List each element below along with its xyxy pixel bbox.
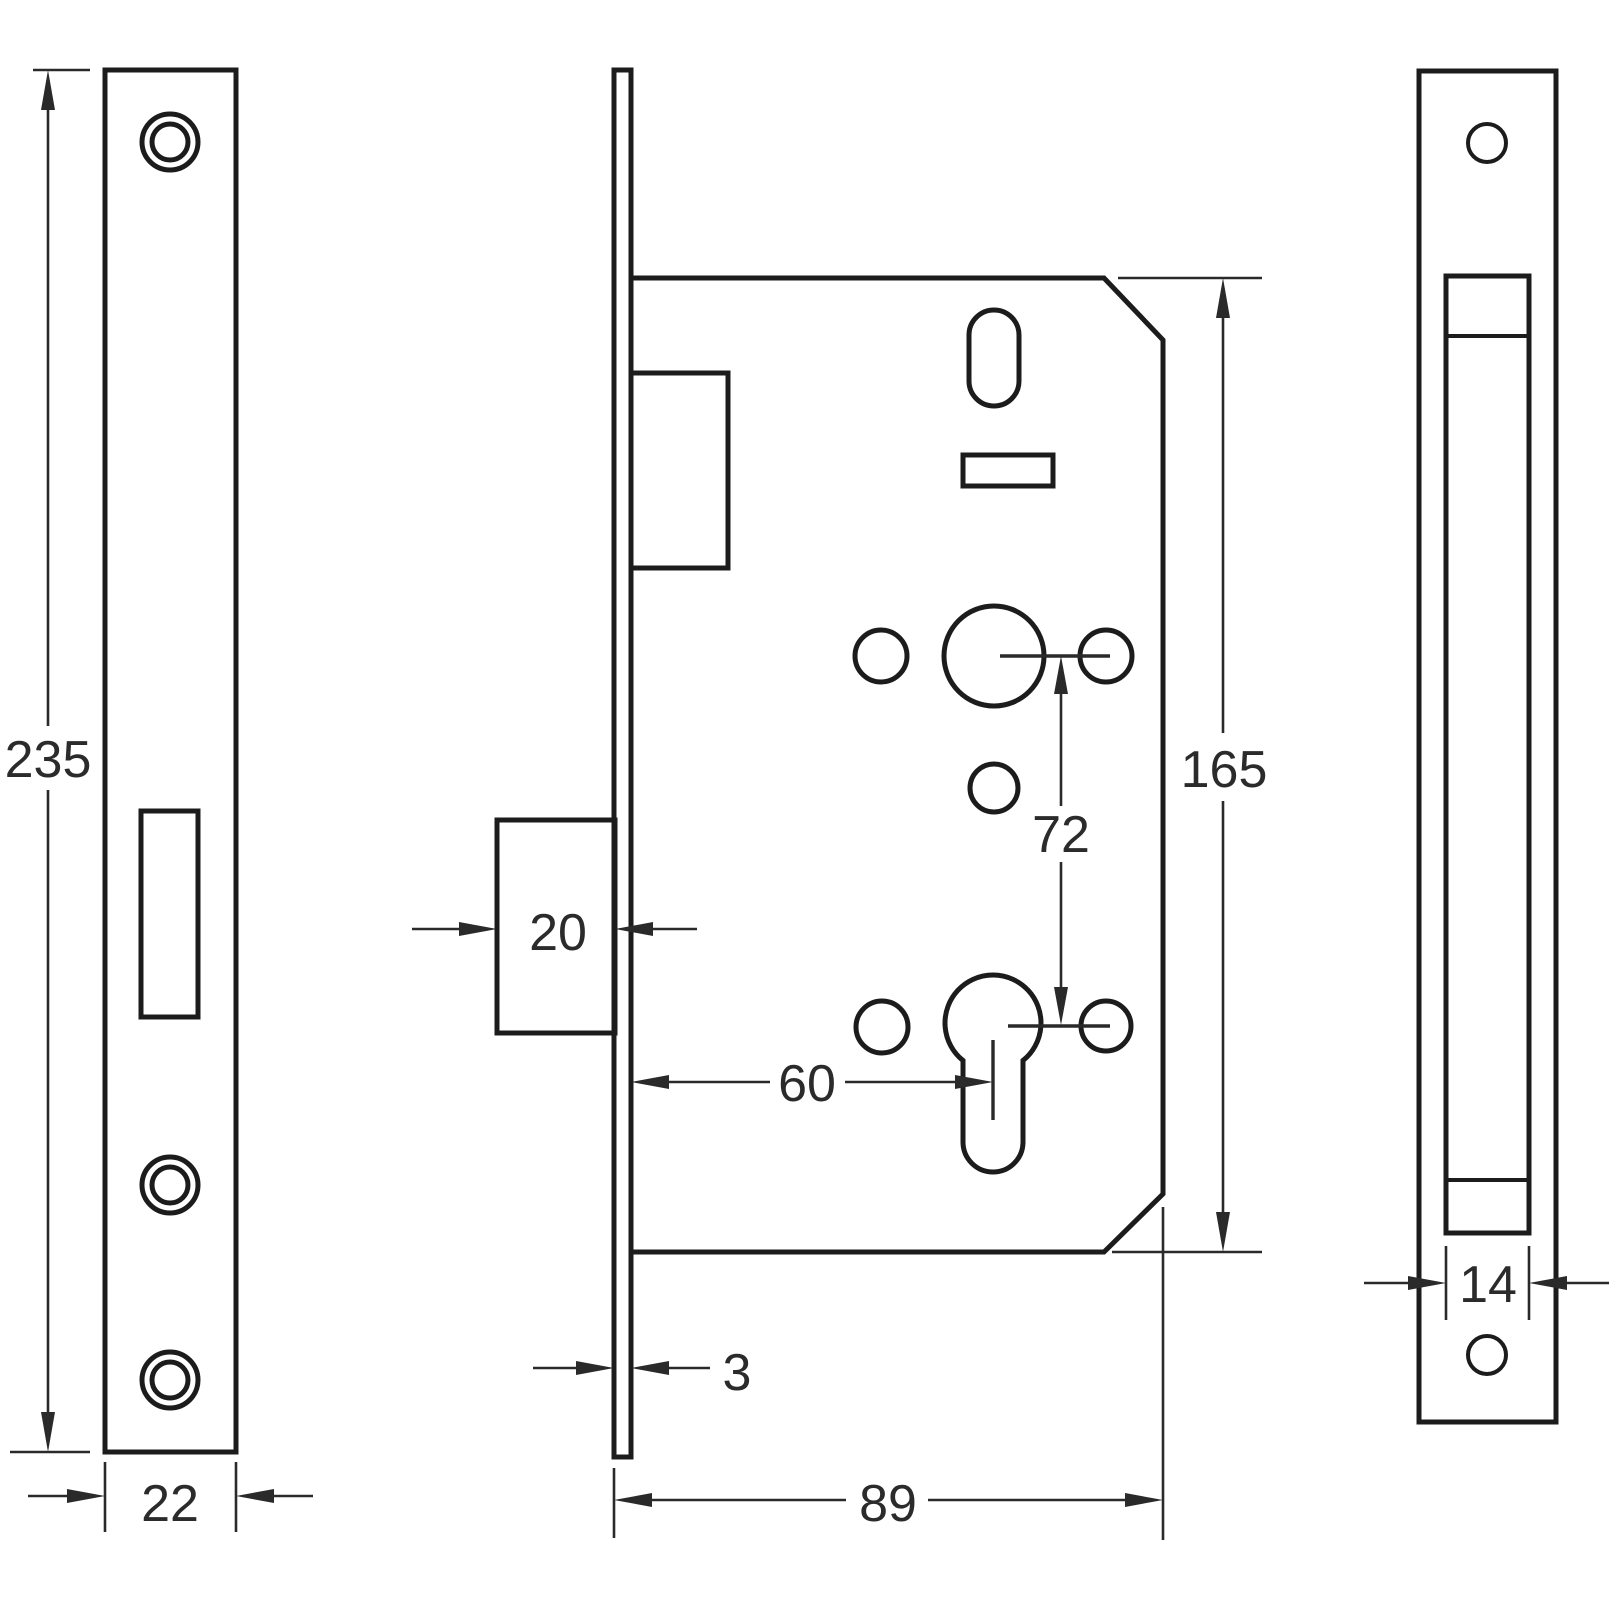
lock-case-side-view [494,67,1166,1460]
dimension-case-height: 165 [1112,276,1268,1254]
arrowhead-down-icon [1216,1212,1230,1252]
arrowhead-left-icon [614,1493,652,1507]
screw-hole-outer [139,1349,201,1411]
arrowhead-right-icon [1125,1493,1163,1507]
lock-edge-view [1416,68,1559,1425]
dimension-faceplate-height: 235 [5,68,92,1454]
deadbolt-aperture [138,808,201,1020]
edge-plate-outline [1416,68,1559,1425]
dimension-backset: 60 [631,1055,993,1113]
arrowhead-left-icon [615,922,653,936]
screw-hole-outer [139,111,201,173]
lock-case-outline [631,275,1166,1255]
screw-hole-outer [139,1154,201,1216]
dimension-label-235: 235 [5,731,92,789]
dimension-centres: 72 [1032,656,1090,1025]
dimension-label-165: 165 [1181,741,1268,799]
dimension-deadbolt-depth: 20 [412,904,697,962]
case-edge-slot [1443,273,1532,1236]
arrowhead-right-icon [955,1075,993,1089]
arrowhead-left-icon [631,1075,669,1089]
dimension-label-60: 60 [778,1055,836,1113]
dimension-label-22: 22 [141,1475,199,1533]
screw-hole-inner [149,121,191,163]
fixing-hole-upper-left [852,627,910,685]
arrowhead-right-icon [459,922,497,936]
arrowhead-up-icon [41,70,55,110]
dimension-label-89: 89 [859,1475,917,1533]
dimension-label-20: 20 [529,904,587,962]
arrowhead-down-icon [41,1412,55,1452]
screw-hole-bottom [139,1349,201,1411]
arrowhead-right-icon [576,1361,614,1375]
dimension-case-thickness: 14 [1364,1246,1609,1320]
screw-hole-inner [149,1359,191,1401]
screw-hole-top [139,111,201,173]
dimension-case-depth: 89 [612,1207,1165,1540]
arrowhead-right-icon [1408,1276,1446,1290]
fixing-hole-centre [967,761,1021,815]
dimension-label-14: 14 [1459,1256,1517,1314]
screw-hole-middle [139,1154,201,1216]
oval-slot-hole [966,307,1022,409]
arrowhead-right-icon [67,1489,105,1503]
arrowhead-up-icon [1054,656,1068,694]
arrowhead-up-icon [1216,278,1230,318]
deadbolt [494,817,618,1036]
arrowhead-down-icon [1054,987,1068,1025]
dimension-label-3: 3 [723,1344,752,1402]
screw-hole-top [1466,122,1508,164]
euro-cylinder-hole [942,972,1044,1175]
latchbolt [628,370,731,571]
faceplate-outline [102,67,239,1455]
arrowhead-left-icon [1529,1276,1567,1290]
dimension-faceplate-thickness: 3 [533,1344,751,1402]
rectangular-hole [960,452,1056,489]
faceplate-front-view [102,67,239,1455]
screw-hole-bottom [1466,1334,1508,1376]
arrowhead-left-icon [236,1489,274,1503]
screw-hole-inner [149,1164,191,1206]
fixing-hole-lower-left [853,998,911,1056]
dimension-label-72: 72 [1032,806,1090,864]
arrowhead-left-icon [631,1361,669,1375]
faceplate-edge-strip [611,67,634,1460]
dimension-faceplate-width: 22 [28,1462,313,1533]
